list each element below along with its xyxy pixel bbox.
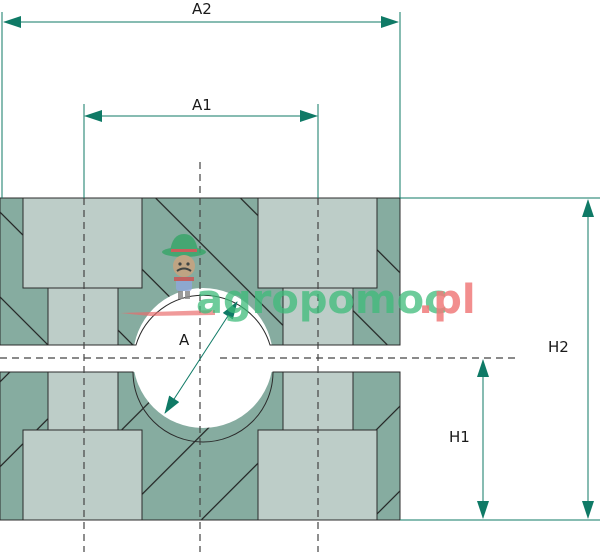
bolt-hole-bottom-left <box>47 371 119 431</box>
label-a1: A1 <box>192 96 212 114</box>
label-h2: H2 <box>548 338 569 356</box>
watermark-text-green: agropomoc <box>196 277 448 323</box>
label-h1: H1 <box>449 428 470 446</box>
watermark: agropomoc .pl <box>120 234 476 323</box>
dimension-a2: A2 <box>3 0 399 28</box>
bolt-hole-top-left <box>47 287 119 346</box>
dimension-a-diameter: A <box>164 301 238 414</box>
counterbore-bottom-left <box>22 429 143 521</box>
extension-lines <box>1 12 600 521</box>
dimension-h1: H1 <box>449 359 489 519</box>
dimension-a1: A1 <box>84 96 318 122</box>
label-a2: A2 <box>192 0 212 18</box>
counterbore-top-left <box>22 197 143 289</box>
watermark-text-red: .pl <box>418 277 476 323</box>
farmer-mascot-icon <box>120 234 215 316</box>
label-a: A <box>179 331 190 349</box>
dimension-h2: H2 <box>548 199 594 519</box>
